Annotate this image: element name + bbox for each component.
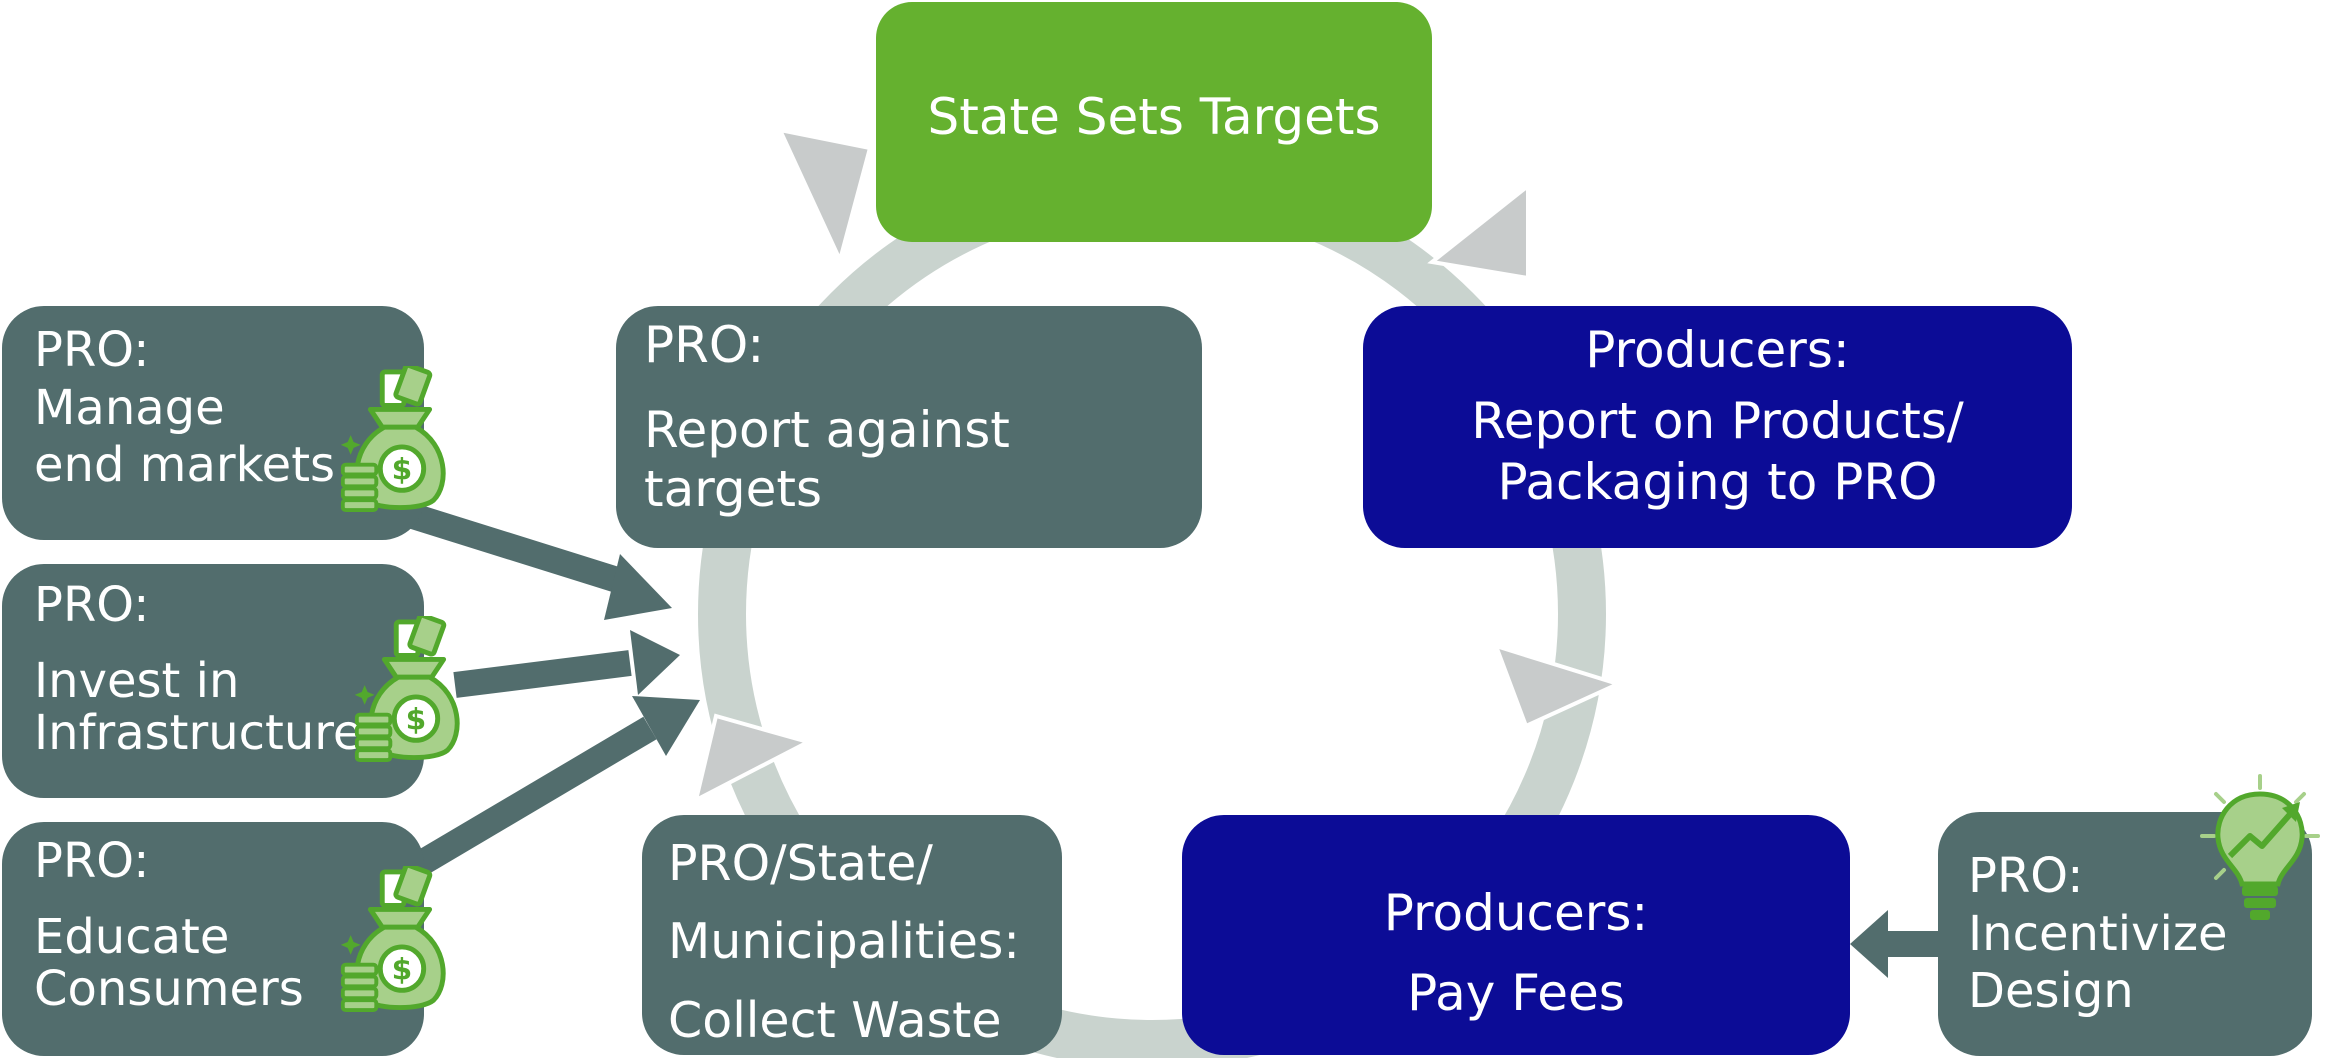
producers-report-line1: Report on Products/ [1471, 392, 1964, 450]
pro-report-box: PRO: Report against targets [616, 306, 1202, 548]
money-bag-icon [340, 866, 460, 1014]
producers-fees-title: Producers: [1383, 884, 1649, 942]
feeder-arrowhead-invest [630, 630, 680, 695]
producers-report-line2: Packaging to PRO [1497, 453, 1938, 511]
invest-title: PRO: [34, 577, 150, 633]
arrowhead-right [1492, 642, 1624, 729]
incentivize-title: PRO: [1968, 848, 2084, 904]
manage-line1: Manage [34, 379, 225, 436]
manage-line2: end markets [34, 437, 336, 494]
pro-report-line2: targets [644, 460, 823, 518]
collect-line1: PRO/State/ [668, 835, 933, 892]
invest-line2: Infrastructure [34, 704, 363, 761]
state-label: State Sets Targets [927, 88, 1381, 146]
feeder-arrowhead-incentivize [1850, 910, 1888, 978]
incentivize-line2: Design [1968, 963, 2134, 1020]
producers-report-box: Producers: Report on Products/ Packaging… [1363, 306, 2072, 548]
educate-line2: Consumers [34, 960, 304, 1017]
educate-title: PRO: [34, 833, 150, 889]
arrowhead-bottom-left [693, 713, 814, 804]
pro-report-line1: Report against [644, 401, 1010, 459]
collect-line2: Municipalities: [668, 913, 1020, 971]
invest-line1: Invest in [34, 652, 240, 709]
collect-waste-box: PRO/State/ Municipalities: Collect Waste [642, 815, 1062, 1055]
arrowhead-top-left [776, 127, 873, 266]
feeder-arrowhead-manage [604, 554, 672, 620]
state-sets-targets-box: State Sets Targets [876, 2, 1432, 242]
lightbulb-growth-icon [2200, 774, 2320, 920]
producers-fees-line1: Pay Fees [1407, 964, 1625, 1022]
money-bag-icon [340, 366, 460, 514]
arrowhead-top-right [1427, 181, 1530, 281]
producers-fees-box: Producers: Pay Fees [1182, 815, 1850, 1055]
producers-report-title: Producers: [1585, 321, 1850, 379]
incentivize-line1: Incentivize [1968, 905, 2228, 962]
pro-report-title: PRO: [644, 316, 765, 374]
pro-invest-box: PRO: Invest in Infrastructure [2, 564, 424, 798]
feeder-arrowhead-educate [632, 696, 700, 756]
money-bag-icon [354, 616, 474, 764]
pro-educate-box: PRO: Educate Consumers [2, 822, 424, 1056]
collect-line3: Collect Waste [668, 991, 1002, 1049]
manage-title: PRO: [34, 322, 150, 378]
educate-line1: Educate [34, 908, 230, 965]
